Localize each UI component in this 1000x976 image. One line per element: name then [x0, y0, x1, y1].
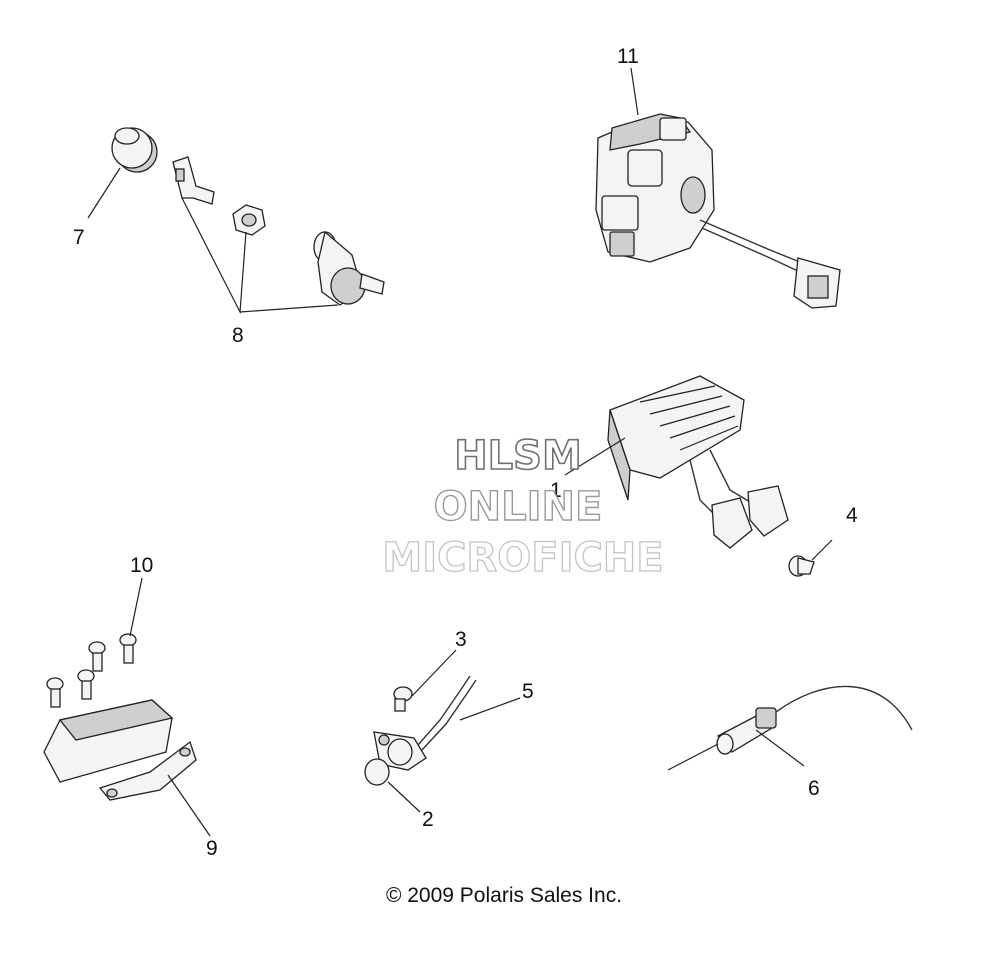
part-8-nut: [232, 204, 266, 236]
part-7-cap: [111, 127, 158, 173]
part-9-cdi-box: [43, 699, 197, 801]
part-8-ignition-switch: [313, 230, 385, 306]
part-2-sensor: [364, 675, 477, 786]
callout-3: 3: [455, 628, 467, 651]
part-8-key: [172, 156, 215, 205]
copyright-text: © 2009 Polaris Sales Inc.: [386, 884, 622, 907]
callout-5: 5: [522, 680, 534, 703]
callout-11: 11: [617, 45, 639, 68]
watermark-line-2: ONLINE: [434, 484, 603, 530]
callout-1: 1: [550, 479, 562, 502]
callout-4: 4: [846, 504, 858, 527]
part-3-bolt: [393, 686, 413, 712]
part-6-sensor: [667, 685, 913, 771]
callout-7: 7: [73, 226, 85, 249]
callout-9: 9: [206, 837, 218, 860]
callout-2: 2: [422, 808, 434, 831]
part-4-screw: [788, 555, 815, 577]
callout-6: 6: [808, 777, 820, 800]
part-11-handlebar-switch: [595, 113, 841, 309]
watermark-line-1: HLSM: [454, 433, 582, 479]
callout-10: 10: [130, 554, 153, 577]
part-1-regulator: [607, 375, 789, 549]
callout-8: 8: [232, 324, 244, 347]
watermark-line-3: MICROFICHE: [382, 535, 663, 581]
part-10-screws: [46, 633, 137, 708]
